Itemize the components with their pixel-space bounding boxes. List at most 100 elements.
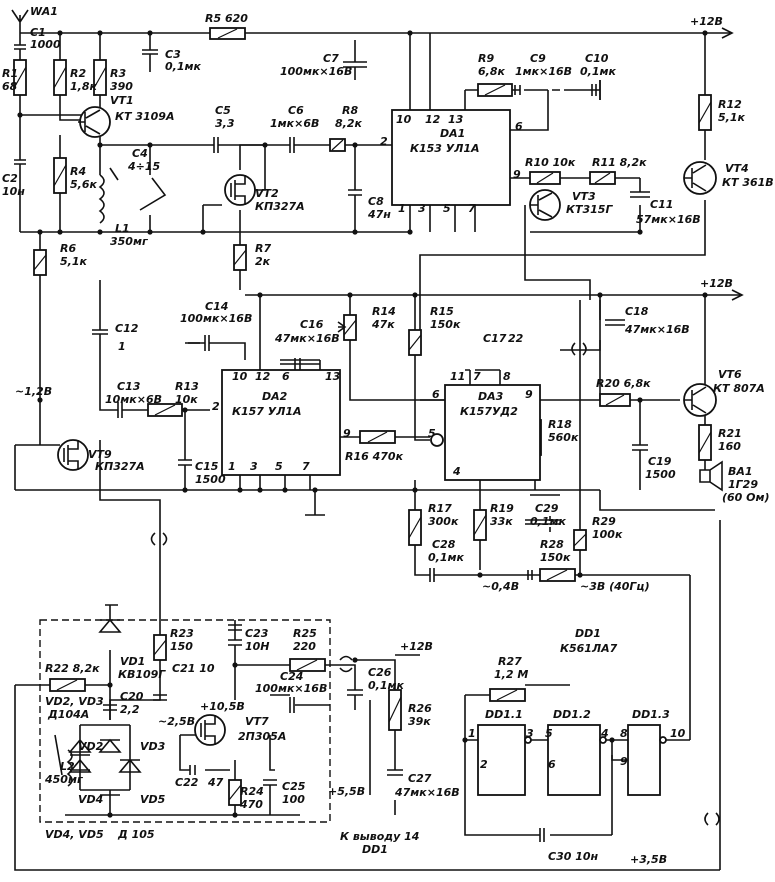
component-label: 6 <box>282 370 290 383</box>
component-label: R2 <box>70 67 86 80</box>
component-label: 57мк×16В <box>636 213 701 226</box>
component-label: VD1 <box>120 655 145 668</box>
component-label: 13 <box>448 113 464 126</box>
component-label: 150 <box>170 640 193 653</box>
component-label: 2 <box>480 758 488 771</box>
component-label: 4÷15 <box>127 160 161 173</box>
component-label: 3,3 <box>215 117 235 130</box>
component-label: 7 <box>302 460 310 473</box>
component-label: C24 <box>280 670 303 683</box>
component-label: VT7 <box>245 715 269 728</box>
component-label: R12 <box>718 98 742 111</box>
component-label: DD1.1 <box>485 708 523 721</box>
component-label: DA1 <box>440 127 465 140</box>
ic-symbols <box>221 109 541 490</box>
component-label: 8 <box>620 727 628 740</box>
junction-dots <box>17 30 708 818</box>
component-label: 68 <box>2 80 18 93</box>
component-label: 150к <box>430 318 461 331</box>
component-label: ~2,5В <box>158 715 195 728</box>
component-label: C14 <box>205 300 228 313</box>
component-label: 1мк×6В <box>270 117 319 130</box>
component-label: К157 УЛ1А <box>232 405 302 418</box>
component-label: 2к <box>255 255 271 268</box>
inductor-symbols <box>54 167 119 787</box>
component-label: 1 <box>118 340 126 353</box>
component-label: 560к <box>548 431 579 444</box>
component-label: 300к <box>428 515 459 528</box>
component-label: 47н <box>367 208 391 221</box>
component-label: 0,1мк <box>428 551 464 564</box>
component-label: 1 <box>468 727 476 740</box>
component-label: L1 <box>115 222 130 235</box>
component-label: 1000 <box>30 38 61 51</box>
da3-body <box>444 384 541 481</box>
component-label: C2 <box>2 172 18 185</box>
component-label: R11 8,2к <box>592 156 647 169</box>
component-label: VT6 <box>718 368 742 381</box>
component-label: +12В <box>400 640 433 653</box>
component-label: 9 <box>513 168 521 181</box>
component-label: 39к <box>408 715 431 728</box>
component-label: КТ315Г <box>566 203 613 216</box>
component-label: DD1.2 <box>553 708 591 721</box>
component-label: 47к <box>371 318 395 331</box>
component-label: 47мк×16В <box>624 323 690 336</box>
component-label: 10к <box>175 393 198 406</box>
component-label: 33к <box>490 515 513 528</box>
component-label: R28 <box>540 538 564 551</box>
component-label: C23 <box>245 627 269 640</box>
component-label: R6 <box>60 242 76 255</box>
component-label: +10,5В <box>200 700 245 713</box>
speaker-symbol <box>699 460 723 492</box>
wiring <box>11 9 744 871</box>
component-label: 7 <box>473 370 481 383</box>
component-label: Д104А <box>47 708 89 721</box>
diode-symbols <box>68 618 142 796</box>
component-label: 4 <box>600 727 609 740</box>
component-label: C10 <box>585 52 609 65</box>
component-label: 47мк×16В <box>394 786 460 799</box>
component-label: VT4 <box>725 162 749 175</box>
component-label: КВ109Г <box>118 668 166 681</box>
component-label: 2 <box>212 400 220 413</box>
component-label: VT1 <box>110 94 134 107</box>
component-label: 47 <box>207 776 224 789</box>
component-label: C18 <box>625 305 649 318</box>
component-label: R23 <box>170 627 194 640</box>
component-label: C28 <box>432 538 456 551</box>
component-label: К157УД2 <box>460 405 518 418</box>
component-label: КП327А <box>95 460 145 473</box>
component-label: 10 <box>232 370 248 383</box>
component-label: VT9 <box>88 448 112 461</box>
component-label: R4 <box>70 165 86 178</box>
component-label: C27 <box>408 772 432 785</box>
component-label: 6 <box>548 758 556 771</box>
component-label: 220 <box>293 640 316 653</box>
component-label: 10мк×6В <box>105 393 162 406</box>
component-label: ~3В (40Гц) <box>580 580 650 593</box>
component-label: 1,8к <box>70 80 97 93</box>
component-label: 11 <box>450 370 465 383</box>
component-label: 2 <box>380 135 388 148</box>
component-label: R5 620 <box>205 12 248 25</box>
component-label: 4 <box>452 465 461 478</box>
component-label: 5 <box>545 727 553 740</box>
component-label: 450мг <box>44 773 84 786</box>
component-label: +12В <box>700 277 733 290</box>
da2-body <box>221 369 341 476</box>
component-label: Д 105 <box>117 828 155 841</box>
component-label: C20 <box>120 690 144 703</box>
vt2-symbol <box>224 174 256 206</box>
component-label: C30 10н <box>548 850 599 863</box>
component-label: R16 470к <box>345 450 404 463</box>
component-label: R10 10к <box>525 156 576 169</box>
component-label: R24 <box>240 785 264 798</box>
component-label: 1Г29 <box>728 478 758 491</box>
component-label: C26 <box>368 666 392 679</box>
component-label: VD2, VD3 <box>45 695 104 708</box>
component-label: КТ 807А <box>713 382 765 395</box>
component-label: 350мг <box>110 235 149 248</box>
